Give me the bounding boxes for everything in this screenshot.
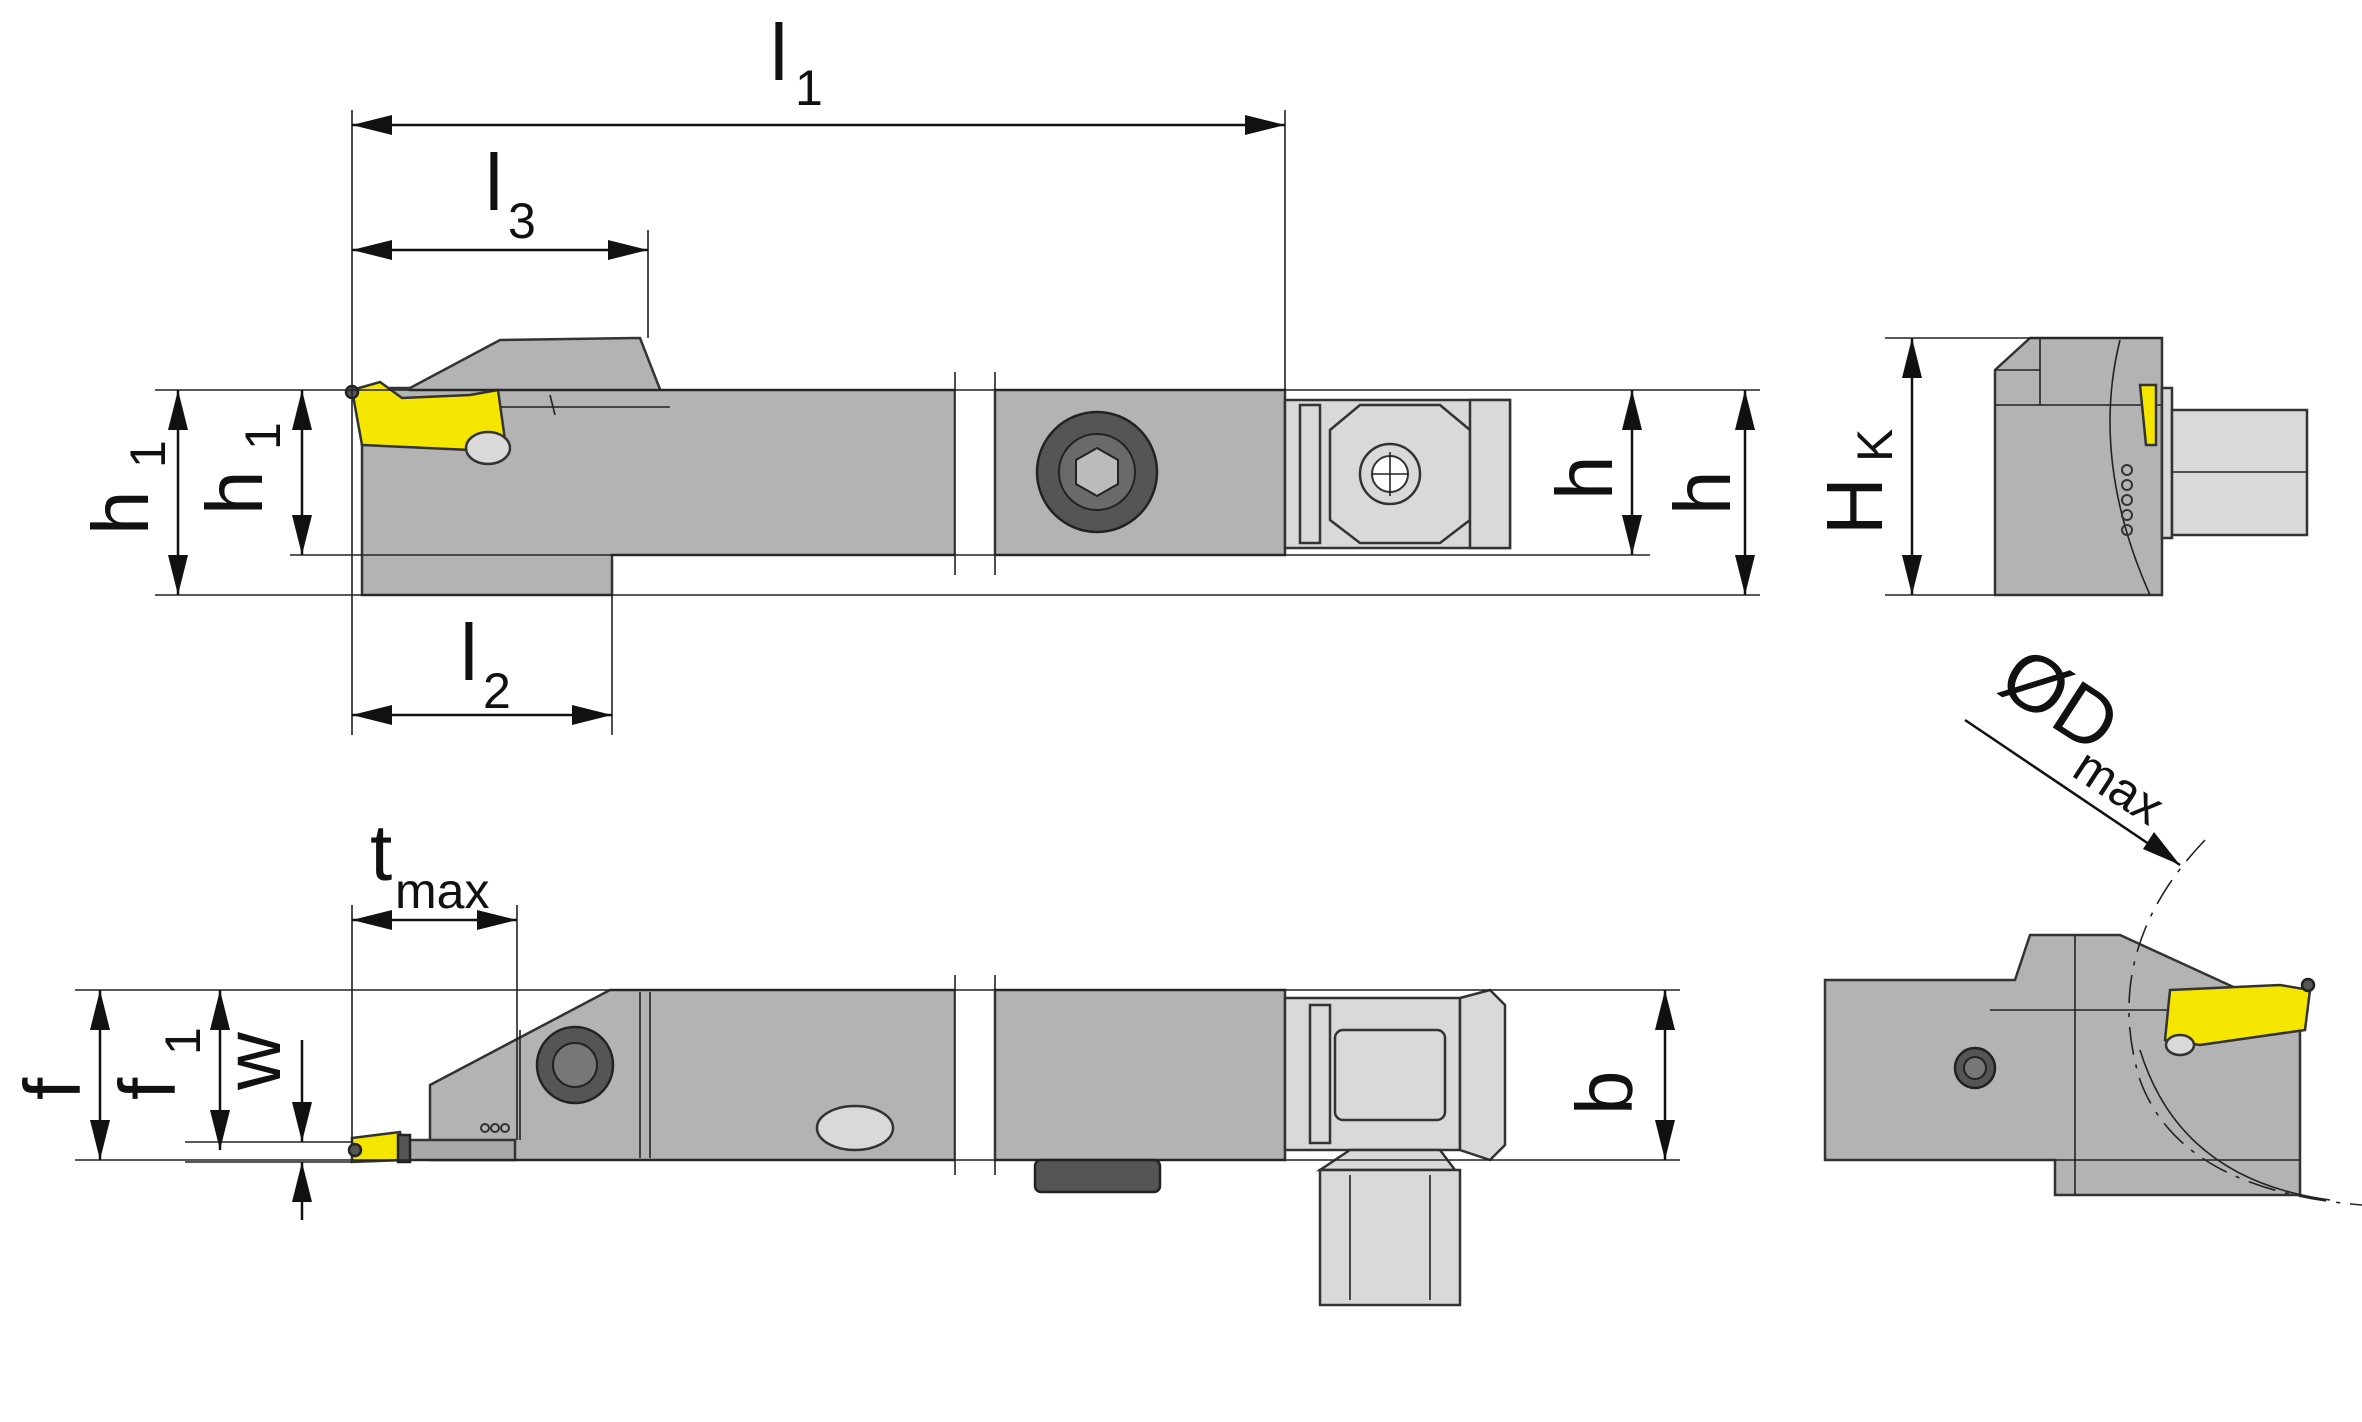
label-f1: f bbox=[103, 1077, 192, 1100]
label-tmax-sub: max bbox=[395, 863, 489, 919]
end-view-body bbox=[1993, 336, 2164, 597]
connector-end bbox=[1468, 398, 1512, 550]
end-view-insert bbox=[2138, 383, 2158, 447]
label-h1-inner-sub: 1 bbox=[235, 422, 291, 450]
label-w: w bbox=[208, 1032, 297, 1091]
top-view-shank-right bbox=[993, 988, 1287, 1162]
label-h-right: h bbox=[1658, 471, 1747, 516]
label-l1-sub: 1 bbox=[795, 60, 823, 116]
coolant-outlet bbox=[815, 1104, 895, 1152]
label-h1-outer-sub: 1 bbox=[120, 440, 176, 468]
label-l3-sub: 3 bbox=[508, 193, 536, 249]
top-view-dimensions: t max f f 1 w b bbox=[8, 808, 1680, 1220]
workpiece-view bbox=[1823, 839, 2362, 1206]
label-h1-outer: h bbox=[76, 491, 165, 536]
label-h1-inner: h bbox=[190, 471, 279, 516]
label-hk-sub: K bbox=[1847, 429, 1903, 462]
connector-flange bbox=[1298, 403, 1322, 545]
workpiece-view-insert bbox=[2163, 983, 2312, 1047]
end-view-dimensions: H K bbox=[1810, 337, 2162, 596]
label-l2-sub: 2 bbox=[483, 663, 511, 719]
hex-socket-icon bbox=[1075, 446, 1119, 498]
label-l1: l bbox=[770, 8, 788, 97]
insert-screw-hole bbox=[464, 430, 512, 466]
top-view bbox=[347, 975, 1507, 1307]
label-hk: H bbox=[1810, 477, 1899, 535]
dmax-dimension: ØD max bbox=[1964, 630, 2181, 867]
label-tmax: t bbox=[370, 808, 392, 897]
fitting-down bbox=[1318, 1168, 1462, 1307]
end-view-arc bbox=[2109, 339, 2151, 596]
label-f: f bbox=[8, 1077, 97, 1100]
side-view-dimensions: l 1 l 3 l 2 h 1 h 1 h h bbox=[76, 8, 1760, 735]
diameter-arc bbox=[2128, 839, 2362, 1206]
break-gap-top bbox=[955, 380, 995, 575]
label-b: b bbox=[1560, 1071, 1649, 1116]
top-view-nut bbox=[1458, 988, 1507, 1162]
workpiece-view-body bbox=[1823, 933, 2302, 1197]
label-l3: l bbox=[485, 138, 503, 227]
label-f1-sub: 1 bbox=[155, 1027, 211, 1055]
bottom-screw-icon bbox=[1033, 1158, 1162, 1194]
side-view bbox=[344, 336, 1512, 597]
clamp-slit-mark bbox=[549, 394, 556, 416]
end-view bbox=[1993, 336, 2309, 597]
label-h-left: h bbox=[1540, 456, 1629, 501]
label-l2: l bbox=[460, 608, 478, 697]
